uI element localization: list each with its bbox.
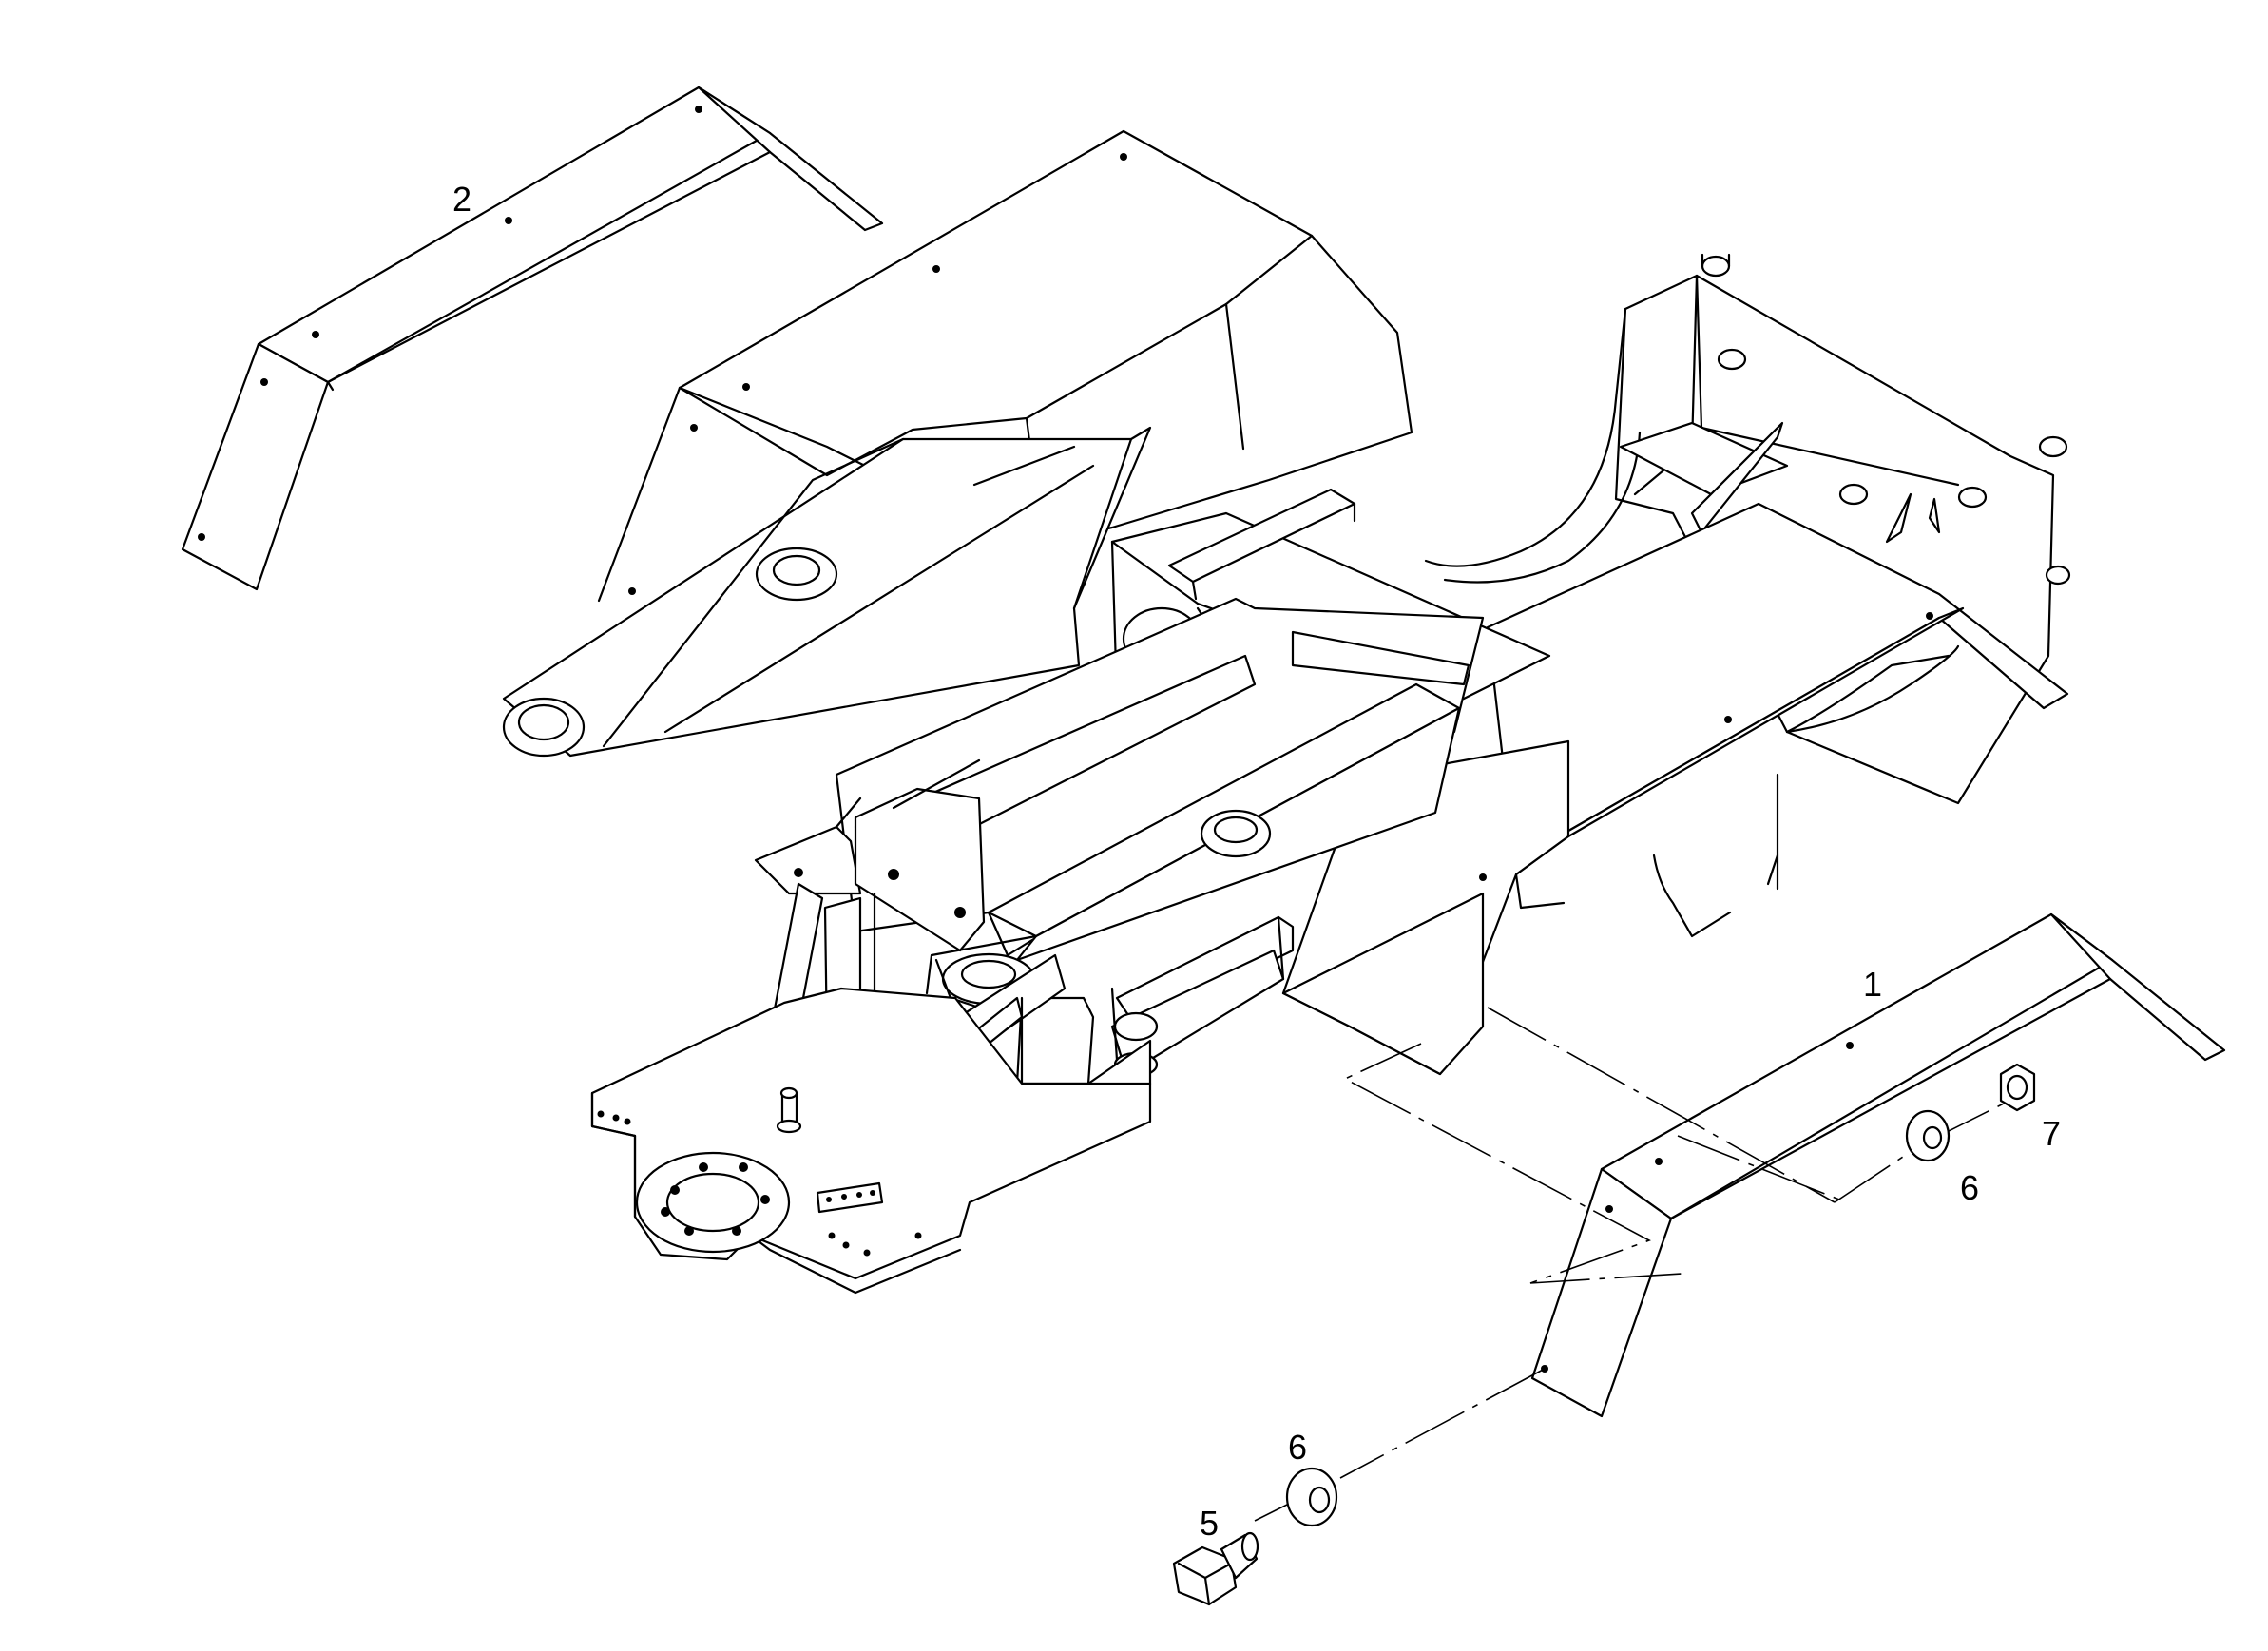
washer-part-6-upper (1905, 1109, 1951, 1162)
callout-label-7: 7 (2042, 1114, 2061, 1153)
main-frame (502, 129, 2071, 1295)
callout-label-6-upper: 6 (1960, 1168, 1979, 1207)
callout-labels: 1 2 5 6 6 7 (452, 180, 2061, 1543)
fender-bracket-part-2 (181, 86, 884, 591)
washer-part-6-lower (1285, 1467, 1338, 1527)
callout-label-2: 2 (452, 180, 471, 219)
nut-part-7 (1999, 1063, 2036, 1112)
bolt-part-5 (1172, 1531, 1259, 1606)
callout-label-1: 1 (1863, 965, 1882, 1004)
callout-label-5: 5 (1200, 1504, 1219, 1543)
callout-label-6-lower: 6 (1288, 1428, 1307, 1467)
